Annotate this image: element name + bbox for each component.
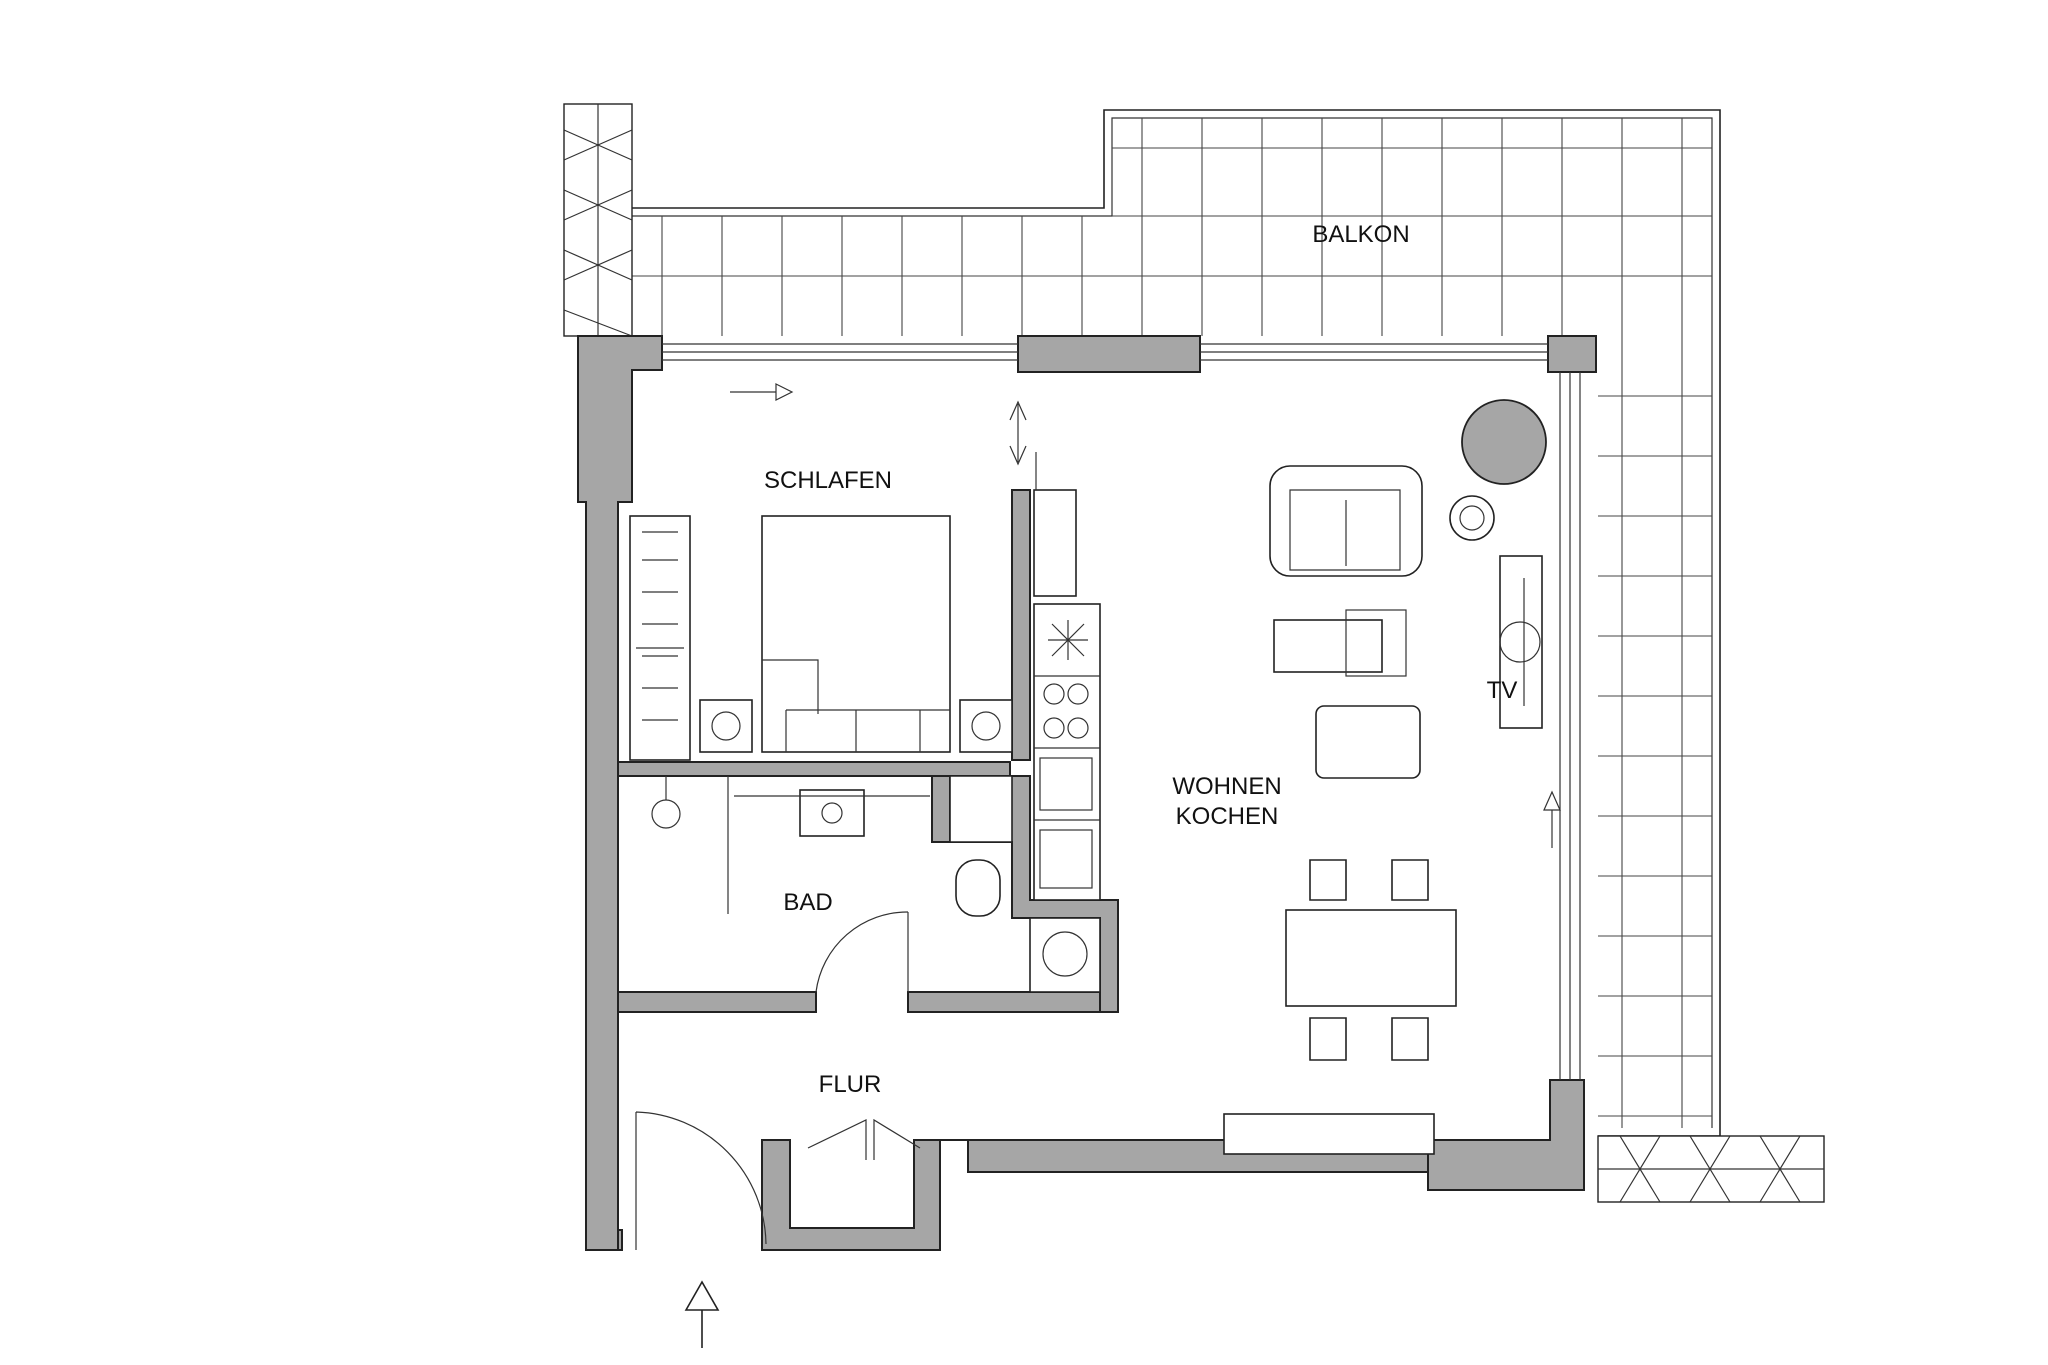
- room-label-balkon: BALKON: [1312, 221, 1409, 248]
- wardrobe: [629, 515, 691, 761]
- sliding-arrow-icon: [730, 383, 794, 401]
- double-arrow-icon: [1009, 400, 1037, 490]
- washing-machine: [1029, 917, 1101, 993]
- bathroom-fixtures: [651, 775, 1013, 993]
- armchair: [1273, 619, 1383, 673]
- balcony: [563, 103, 1825, 1203]
- living-furniture: [1223, 399, 1547, 1155]
- entrance-arrow-icon: [684, 1280, 720, 1348]
- plant: [1461, 399, 1547, 485]
- room-label-wohnen: WOHNEN: [1172, 773, 1281, 800]
- hall: [635, 1111, 921, 1250]
- toilet: [955, 859, 1001, 917]
- bedroom-furniture: [629, 515, 1013, 761]
- railing-pattern-right: [1597, 1135, 1825, 1203]
- windows: [662, 343, 1581, 1080]
- room-label-schlafen: SCHLAFEN: [764, 467, 892, 494]
- dining-table: [1285, 909, 1457, 1007]
- kitchen-counter: [1029, 489, 1101, 993]
- room-label-bad: BAD: [783, 889, 832, 916]
- room-label-flur: FLUR: [819, 1071, 882, 1098]
- balcony-tiles: [632, 118, 1712, 1128]
- sliding-arrow-icon-right: [1543, 790, 1561, 848]
- room-label-kochen: KOCHEN: [1176, 803, 1279, 830]
- coffee-table: [1315, 705, 1421, 779]
- sideboard: [1223, 1113, 1435, 1155]
- room-label-tv: TV: [1487, 677, 1518, 704]
- railing-pattern-left: [563, 103, 633, 337]
